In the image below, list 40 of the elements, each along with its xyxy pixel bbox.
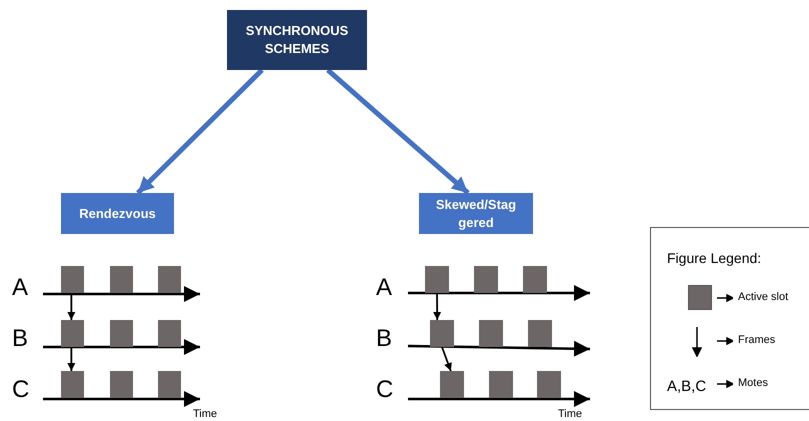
heading-box: SYNCHRONOUS SCHEMES (227, 10, 367, 70)
active-slot (110, 320, 133, 347)
active-slot (528, 320, 552, 347)
arrow (441, 346, 452, 372)
active-slot (425, 266, 449, 293)
row-label: B (376, 325, 392, 353)
legend-title: Figure Legend: (667, 250, 762, 266)
arrow (136, 68, 264, 195)
active-slot (430, 320, 454, 347)
active-slot (158, 320, 181, 347)
active-slot (158, 371, 181, 398)
legend-text: Motes (738, 377, 768, 389)
category-box: Rendezvous (61, 193, 174, 234)
arrow (326, 68, 470, 195)
axis-label: Time (193, 408, 218, 420)
active-slot (158, 266, 181, 293)
row-label: A (376, 274, 392, 302)
active-slot (440, 371, 464, 398)
arrow (433, 293, 442, 320)
active-slot (474, 266, 498, 293)
legend-text: Frames (738, 334, 776, 346)
row-label: C (12, 376, 30, 404)
active-slot (537, 371, 561, 398)
arrow (67, 347, 76, 371)
row-label: A (12, 274, 28, 302)
category-box: Skewed/Stag gered (419, 193, 533, 234)
row-label: B (12, 325, 28, 353)
active-slot (489, 371, 513, 398)
active-slot (61, 266, 84, 293)
axis-label: Time (558, 408, 582, 420)
arrow (67, 293, 76, 320)
legend-text: Active slot (738, 291, 788, 303)
active-slot (61, 371, 84, 398)
active-slot (110, 266, 133, 293)
active-slot (110, 371, 133, 398)
legend-sample: A,B,C (667, 378, 706, 395)
active-slot (479, 320, 503, 347)
row-label: C (376, 376, 394, 404)
active-slot (523, 266, 547, 293)
active-slot (61, 320, 84, 347)
